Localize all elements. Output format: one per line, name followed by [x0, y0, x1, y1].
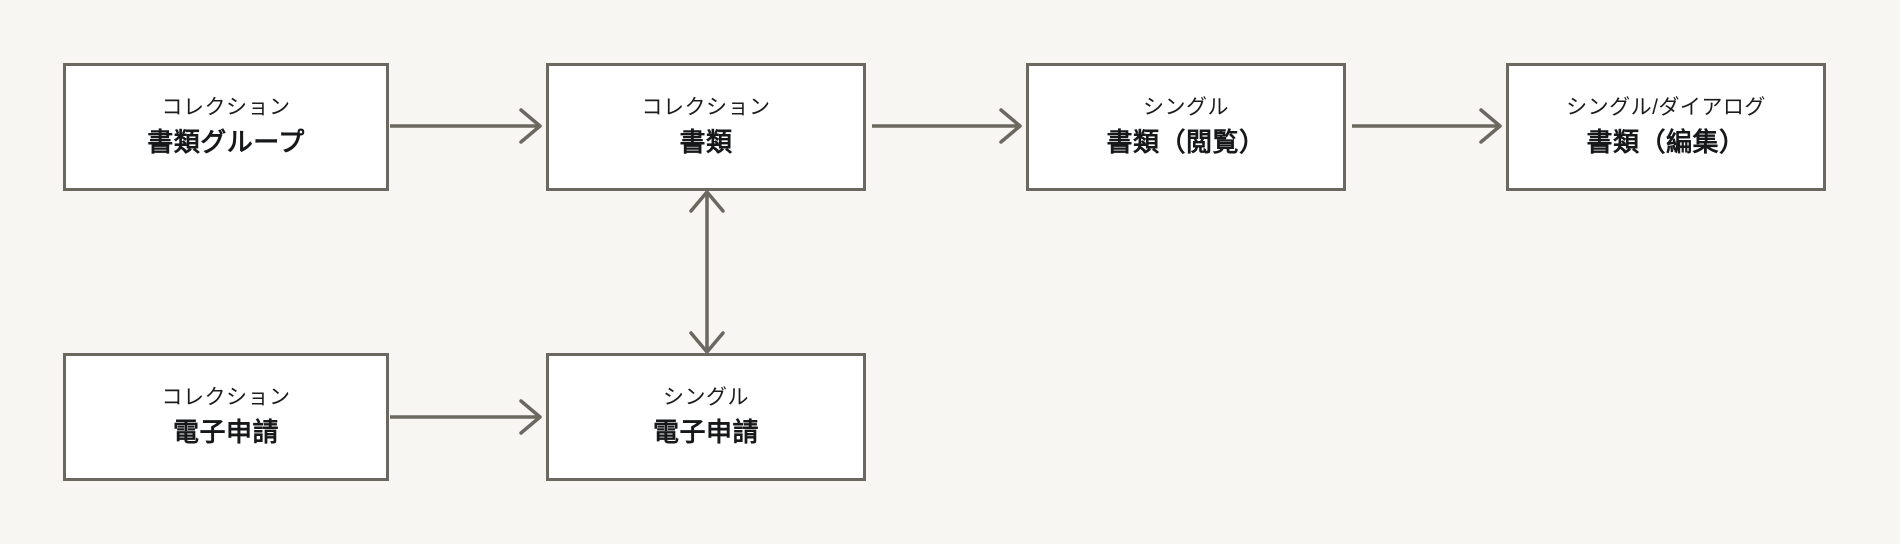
node-kind-label: シングル	[663, 385, 749, 409]
node-title-label: 書類	[679, 126, 733, 157]
arrow-eapplication-collection-to-single	[390, 399, 542, 435]
node-document-single-view[interactable]: シングル 書類（閲覧）	[1026, 63, 1346, 191]
node-eapplication-single[interactable]: シングル 電子申請	[546, 353, 866, 481]
node-kind-label: シングル/ダイアログ	[1566, 95, 1766, 119]
node-title-label: 電子申請	[172, 416, 279, 447]
node-document-collection[interactable]: コレクション 書類	[546, 63, 866, 191]
arrow-document-to-view	[872, 108, 1022, 144]
node-document-group-collection[interactable]: コレクション 書類グループ	[63, 63, 389, 191]
node-title-label: 書類グループ	[147, 126, 305, 157]
node-title-label: 書類（編集）	[1586, 126, 1746, 157]
node-eapplication-collection[interactable]: コレクション 電子申請	[63, 353, 389, 481]
arrow-document-eapplication-bidirectional	[689, 190, 725, 354]
arrow-view-to-edit	[1352, 108, 1502, 144]
node-title-label: 書類（閲覧）	[1106, 126, 1266, 157]
node-title-label: 電子申請	[652, 416, 759, 447]
node-kind-label: シングル	[1143, 95, 1229, 119]
arrow-document-group-to-document	[390, 108, 542, 144]
node-document-single-edit[interactable]: シングル/ダイアログ 書類（編集）	[1506, 63, 1826, 191]
node-kind-label: コレクション	[161, 385, 291, 409]
node-kind-label: コレクション	[161, 95, 291, 119]
node-kind-label: コレクション	[641, 95, 771, 119]
